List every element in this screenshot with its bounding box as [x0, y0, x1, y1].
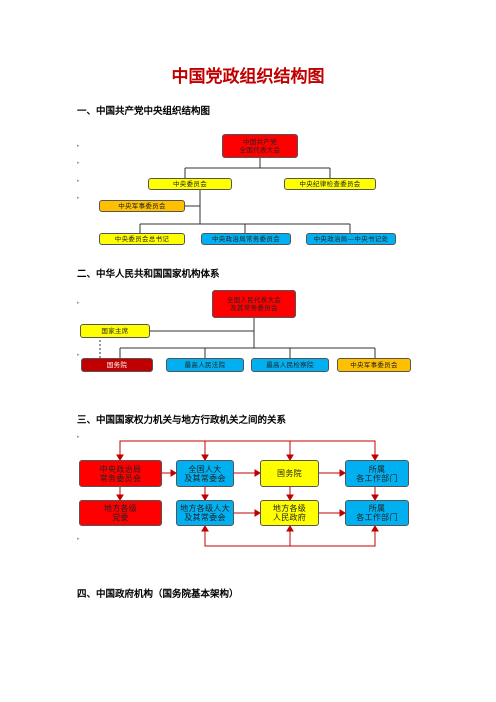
local-npc-box: 地方各级人大 及其常委会 — [176, 500, 234, 526]
margin-mark: ▸ — [77, 300, 80, 306]
state-president-box: 国家主席 — [80, 324, 150, 338]
central-committee-box: 中央委员会 — [148, 178, 232, 190]
section-heading-1: 一、中国共产党中央组织结构图 — [77, 106, 211, 117]
margin-mark: ▸ — [77, 536, 80, 542]
margin-mark: ▸ — [77, 143, 80, 149]
margin-mark: ▸ — [77, 160, 80, 166]
politburo-secretariat-box: 中央政治局—中央书记处 — [306, 233, 396, 245]
party-congress-box: 中国共产党 全国代表大会 — [222, 134, 298, 158]
ministries-top-box: 所属 各工作部门 — [345, 460, 409, 487]
supreme-procuratorate-box: 最高人民检察院 — [251, 358, 329, 372]
politburo-standing-committee-box: 中央政治局常务委员会 — [201, 233, 291, 245]
section-heading-2: 二、中华人民共和国国家机构体系 — [77, 269, 220, 280]
discipline-commission-box: 中央纪律检查委员会 — [284, 178, 376, 190]
section-heading-4: 四、中国政府机构（国务院基本架构） — [77, 589, 239, 600]
margin-mark: ▸ — [77, 178, 80, 184]
margin-mark: ▸ — [77, 352, 80, 358]
margin-mark: ▸ — [77, 434, 80, 440]
page-title: 中国党政组织结构图 — [171, 67, 325, 87]
politburo-standing-box: 中央政治局 常务委员会 — [79, 460, 162, 487]
supreme-court-box: 最高人民法院 — [166, 358, 244, 372]
npc-box: 全国人民代表大会 及其常务委员会 — [212, 290, 296, 318]
military-commission-box: 中央军事委员会 — [337, 358, 411, 372]
local-party-committee-box: 地方各级 党委 — [79, 500, 162, 526]
central-military-commission-box: 中央军事委员会 — [99, 200, 185, 212]
margin-mark: ▸ — [77, 195, 80, 201]
local-government-box: 地方各级 人民政府 — [260, 500, 319, 526]
state-council-top-box: 国务院 — [260, 460, 319, 487]
general-secretary-box: 中央委员会总书记 — [99, 233, 185, 245]
npc-standing-box: 全国人大 及其常委会 — [176, 460, 234, 487]
section-heading-3: 三、中国国家权力机关与地方行政机关之间的关系 — [77, 415, 287, 426]
state-council-box: 国务院 — [81, 358, 153, 372]
local-departments-box: 所属 各工作部门 — [345, 500, 409, 526]
